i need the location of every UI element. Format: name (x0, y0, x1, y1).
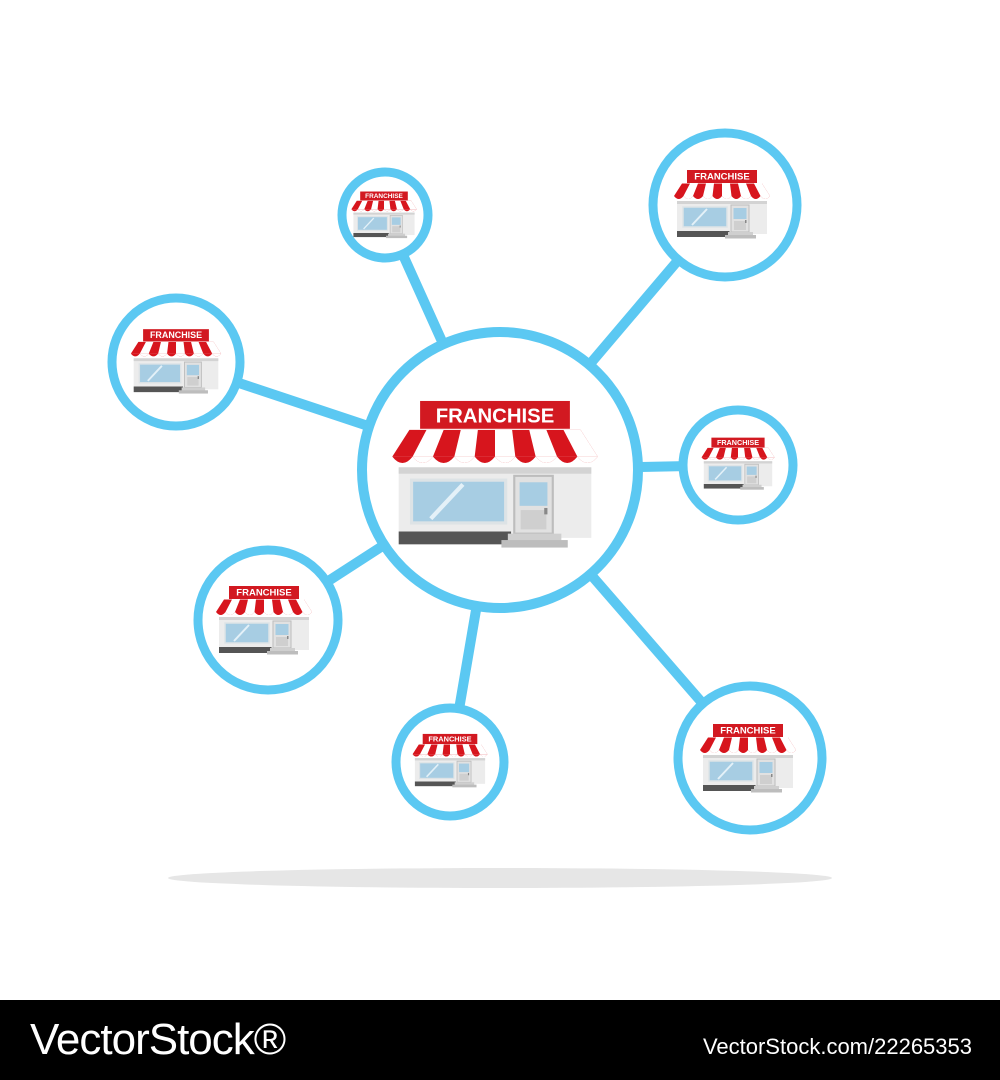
central-store-icon: FRANCHISE (392, 401, 597, 548)
satellite-store-node: FRANCHISE (391, 703, 509, 821)
satellite-store-sign-text: FRANCHISE (428, 734, 471, 743)
image-id-text: VectorStock.com/22265353 (702, 1034, 972, 1059)
central-store-node: FRANCHISE (357, 327, 643, 613)
satellite-store-icon: FRANCHISE (699, 723, 797, 794)
watermark-bar: VectorStock® VectorStock.com/22265353 (0, 1000, 1000, 1080)
satellite-store-sign-text: FRANCHISE (694, 172, 749, 183)
satellite-store-icon: FRANCHISE (129, 328, 223, 395)
satellite-store-icon: FRANCHISE (700, 436, 776, 491)
franchise-network-diagram: FRANCHISE FRANCHISE FRANCHISE FRANCHISE … (107, 128, 832, 888)
satellite-store-icon: FRANCHISE (215, 585, 313, 656)
satellite-store-sign-text: FRANCHISE (717, 438, 759, 447)
satellite-store-sign-text: FRANCHISE (720, 726, 775, 737)
satellite-store-sign-text: FRANCHISE (150, 330, 202, 340)
central-store-sign-text: FRANCHISE (436, 405, 555, 427)
satellite-store-node: FRANCHISE (678, 405, 798, 525)
satellite-store-sign-text: FRANCHISE (365, 193, 403, 200)
satellite-store-node: FRANCHISE (107, 293, 245, 431)
ground-shadow (168, 868, 832, 888)
satellite-store-sign-text: FRANCHISE (236, 588, 291, 599)
satellite-store-node: FRANCHISE (337, 167, 433, 263)
satellite-store-icon: FRANCHISE (673, 169, 771, 240)
satellite-store-node: FRANCHISE (193, 545, 343, 695)
vectorstock-logo: VectorStock® (30, 1015, 286, 1064)
satellite-store-node: FRANCHISE (648, 128, 802, 282)
satellite-store-icon: FRANCHISE (350, 190, 418, 239)
satellite-store-node: FRANCHISE (673, 681, 827, 835)
satellite-store-icon: FRANCHISE (411, 733, 489, 789)
